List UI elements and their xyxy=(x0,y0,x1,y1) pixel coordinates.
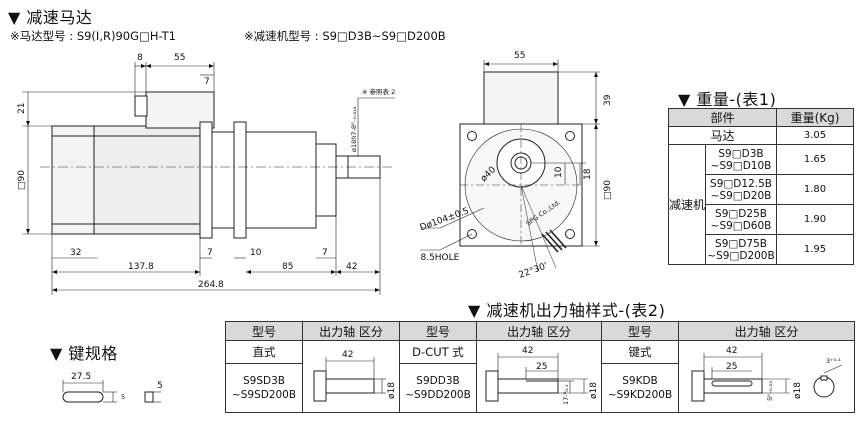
shaft-type-dcut: D-CUT 式 xyxy=(399,340,477,364)
key-spec-title: ▼ 键规格 xyxy=(50,344,118,363)
weight-gear-row-2: S9□D12.5B~S9□D20B xyxy=(705,174,777,205)
dim-7c: 7 xyxy=(322,248,328,258)
shaft-header-shaft-3: 出力轴 区分 xyxy=(678,321,855,341)
shaft-header-model-1: 型号 xyxy=(225,321,303,341)
weight-header-weight: 重量(Kg) xyxy=(776,108,854,127)
dim-55: 55 xyxy=(174,53,185,63)
key-shaft-dim-42: 42 xyxy=(726,346,737,356)
straight-dim-42: 42 xyxy=(342,350,353,360)
shaft-table: 型号 出力轴 区分 型号 出力轴 区分 型号 出力轴 区分 直式 42 xyxy=(225,321,855,413)
shaft-header-shaft-2: 出力轴 区分 xyxy=(476,321,602,341)
key-shaft-dim-3: 3⁺⁰·¹ xyxy=(826,357,841,365)
weight-motor-value: 3.05 xyxy=(776,126,854,145)
dim-7b: 7 xyxy=(207,248,213,258)
weight-gear-label: 减速机 xyxy=(668,144,706,265)
weight-gear-value-1: 1.65 xyxy=(776,144,854,175)
weight-header-part: 部件 xyxy=(668,108,777,127)
side-dim-angle: 22°30' xyxy=(518,261,550,281)
weight-gear-value-3: 1.90 xyxy=(776,204,854,235)
key-shaft-dim-25: 25 xyxy=(726,362,737,372)
dcut-dim-42: 42 xyxy=(522,346,533,356)
key-spec-drawing: 27.5 5 5 xyxy=(62,372,163,403)
weight-table: 部件 重量(Kg) 马达 3.05 减速机 S9□D3B~S9□D10B 1.6… xyxy=(668,108,854,265)
key-dim-5a: 5 xyxy=(121,393,125,401)
key-dim-27-5: 27.5 xyxy=(71,372,91,382)
shaft-straight-models: S9SD3B~S9SD200B xyxy=(225,363,303,413)
weight-motor-label: 马达 xyxy=(668,126,777,145)
side-dim-39: 39 xyxy=(603,94,613,106)
page-title: ▼ 减速马达 xyxy=(8,8,93,27)
dim-90: □90 xyxy=(17,170,27,190)
weight-gear-value-4: 1.95 xyxy=(776,234,854,265)
straight-dim-18: ø18 xyxy=(387,381,397,398)
key-shaft-dim-18: ø18 xyxy=(793,381,803,398)
shaft-type-key: 键式 xyxy=(601,340,679,364)
shaft-dcut-drawing: 42 25 17-⁰₀.₁ ø18 xyxy=(476,340,602,413)
dim-137: 137.8 xyxy=(128,262,154,272)
dim-32: 32 xyxy=(70,248,81,258)
side-dim-90: □90 xyxy=(603,180,613,200)
shaft-key-models: S9KDB~S9KD200B xyxy=(601,363,679,413)
shaft-header-model-3: 型号 xyxy=(601,321,679,341)
key-shaft-dim-5: 5⁰₋₀.₀₃ xyxy=(766,380,774,400)
key-dim-5b: 5 xyxy=(157,381,163,391)
shaft-type-straight: 直式 xyxy=(225,340,303,364)
shaft-tolerance: ø18h7-8⁰₋₀.₀₁₈ xyxy=(350,106,358,152)
shaft-dcut-models: S9DD3B~S9DD200B xyxy=(399,363,477,413)
dim-21: 21 xyxy=(17,103,27,114)
motor-front-view: 8 55 7 21 □90 32 7 10 7 137.8 85 42 264.… xyxy=(17,53,395,295)
side-dim-18: 18 xyxy=(583,168,593,180)
dim-264: 264.8 xyxy=(198,280,224,290)
side-dim-hole: 4-ø8.5HOLE xyxy=(420,253,460,263)
dim-10: 10 xyxy=(250,248,262,258)
dcut-dim-18: ø18 xyxy=(589,381,599,398)
shaft-table-title: ▼ 减速机出力轴样式-(表2) xyxy=(468,301,666,320)
motor-model-label: ※马达型号 : S9(I,R)90G□H-T1 xyxy=(10,29,176,43)
table2-note: ※ 参照表 2 xyxy=(362,87,395,96)
dim-42: 42 xyxy=(346,262,357,272)
dim-7a: 7 xyxy=(204,77,210,87)
dim-85: 85 xyxy=(282,262,293,272)
weight-gear-row-1: S9□D3B~S9□D10B xyxy=(705,144,777,175)
shaft-key-drawing: 42 25 5⁰₋₀.₀₃ ø18 3⁺⁰·¹ xyxy=(678,340,855,413)
shaft-header-shaft-1: 出力轴 区分 xyxy=(302,321,400,341)
weight-gear-row-3: S9□D25B~S9□D60B xyxy=(705,204,777,235)
weight-gear-row-4: S9□D75B~S9□D200B xyxy=(705,234,777,265)
shaft-header-model-2: 型号 xyxy=(399,321,477,341)
weight-table-title: ▼ 重量-(表1) xyxy=(678,90,777,109)
dcut-dim-25: 25 xyxy=(536,362,547,372)
side-dim-10: 10 xyxy=(554,166,564,178)
weight-gear-value-2: 1.80 xyxy=(776,174,854,205)
motor-side-view: 55 39 10 18 □90 ø40 P.C.Dø104±0.5 4-ø8.5… xyxy=(420,51,613,281)
gear-model-label: ※减速机型号 : S9□D3B~S9□D200B xyxy=(244,29,446,43)
dcut-dim-17: 17-⁰₀.₁ xyxy=(562,384,570,405)
side-dim-55: 55 xyxy=(514,51,525,61)
dim-8: 8 xyxy=(137,53,143,63)
shaft-straight-drawing: 42 ø18 xyxy=(302,340,400,413)
